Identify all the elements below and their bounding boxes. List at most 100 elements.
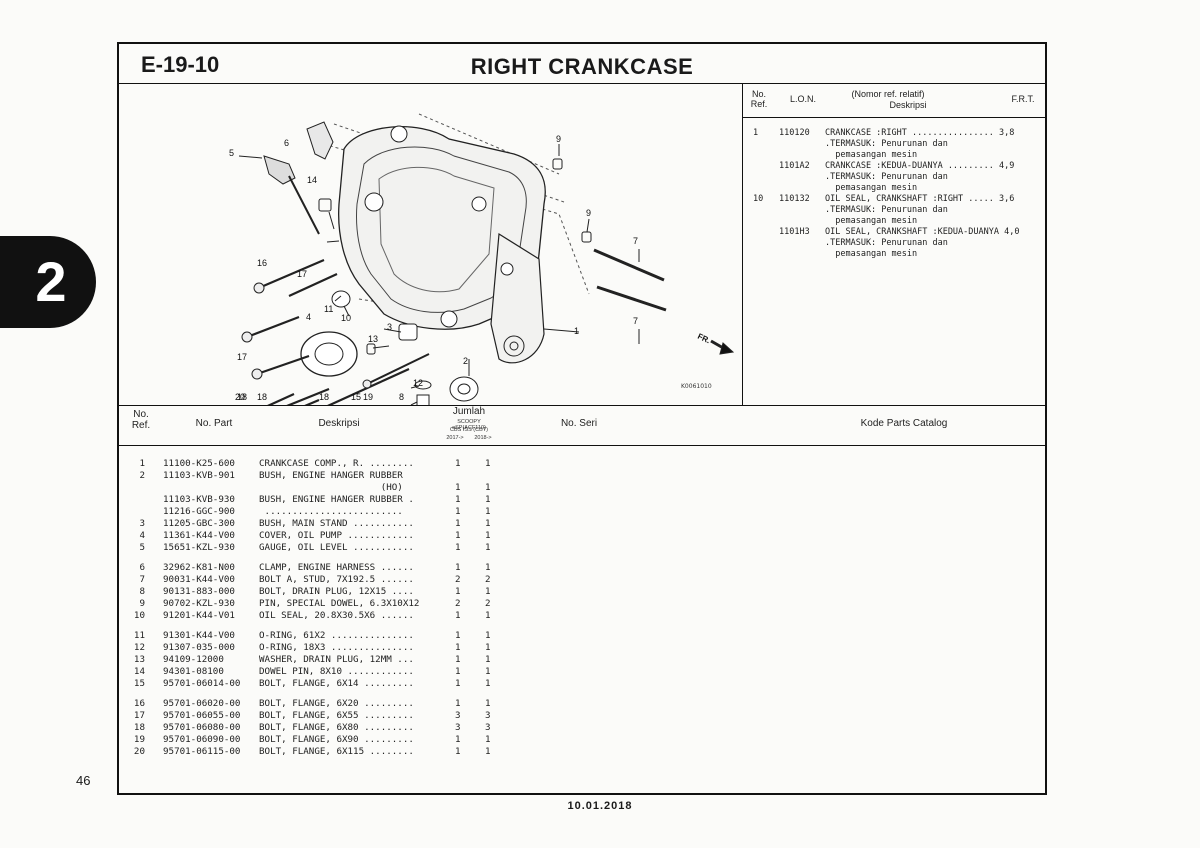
callout-3: 3 xyxy=(387,322,392,332)
callout-7: 7 xyxy=(633,316,638,326)
lon-text: pemasangan mesin xyxy=(825,249,918,259)
cell-desc: BOLT, FLANGE, 6X20 ......... xyxy=(259,698,414,709)
cell-desc: (HO) xyxy=(259,482,403,493)
cell-ref: 12 xyxy=(133,642,145,653)
cell-q2: 1 xyxy=(485,666,491,677)
lon-text: CRANKCASE :KEDUA-DUANYA ......... 4,9 xyxy=(825,161,1015,171)
cell-q2: 1 xyxy=(485,678,491,689)
cell-ref: 10 xyxy=(133,610,145,621)
page-title: RIGHT CRANKCASE xyxy=(470,54,694,79)
cell-desc: O-RING, 18X3 ............... xyxy=(259,642,414,653)
cell-part: 11216-GGC-900 xyxy=(163,506,235,517)
cell-q2: 3 xyxy=(485,710,491,721)
cell-desc: ......................... xyxy=(259,506,403,517)
cell-q2: 2 xyxy=(485,598,491,609)
cell-q1: 2 xyxy=(455,574,461,585)
lon-lon: 110132 xyxy=(779,194,810,204)
cell-ref: 7 xyxy=(139,574,145,585)
callout-1: 1 xyxy=(574,326,579,336)
cell-q1: 1 xyxy=(455,458,461,469)
cell-q1: 1 xyxy=(455,506,461,517)
lon-ref: 1 xyxy=(753,128,759,138)
cell-q2: 1 xyxy=(485,494,491,505)
lon-row: pemasangan mesin xyxy=(743,216,1045,227)
cell-q2: 1 xyxy=(485,562,491,573)
cell-ref: 14 xyxy=(133,666,145,677)
cell-q1: 1 xyxy=(455,734,461,745)
cell-part: 95701-06014-00 xyxy=(163,678,241,689)
cell-part: 91301-K44-V00 xyxy=(163,630,235,641)
cell-q1: 1 xyxy=(455,654,461,665)
cell-desc: COVER, OIL PUMP ............ xyxy=(259,530,414,541)
cell-q2: 1 xyxy=(485,506,491,517)
lon-text: pemasangan mesin xyxy=(825,183,918,193)
cell-desc: CRANKCASE COMP., R. ........ xyxy=(259,458,414,469)
footer-date: 10.01.2018 xyxy=(567,800,633,812)
callout-14: 14 xyxy=(307,175,317,185)
callout-9: 9 xyxy=(556,134,561,144)
lon-text: .TERMASUK: Penurunan dan xyxy=(825,139,948,149)
cell-ref: 20 xyxy=(133,746,145,757)
cell-ref: 9 xyxy=(139,598,145,609)
cell-part: 11103-KVB-901 xyxy=(163,470,235,481)
cell-q1: 1 xyxy=(455,746,461,757)
cell-q2: 1 xyxy=(485,610,491,621)
cell-part: 90131-883-000 xyxy=(163,586,235,597)
cell-q2: 1 xyxy=(485,630,491,641)
cell-q2: 2 xyxy=(485,574,491,585)
lon-row: pemasangan mesin xyxy=(743,183,1045,194)
cell-part: 32962-K81-N00 xyxy=(163,562,235,573)
cell-q2: 1 xyxy=(485,746,491,757)
col-no-ref: No. Ref. xyxy=(131,409,151,431)
cell-q1: 1 xyxy=(455,678,461,689)
cell-part: 11103-KVB-930 xyxy=(163,494,235,505)
cell-ref: 1 xyxy=(139,458,145,469)
lon-row: pemasangan mesin xyxy=(743,249,1045,260)
lon-row: .TERMASUK: Penurunan dan xyxy=(743,172,1045,183)
col-jumlah: Jumlah xyxy=(452,406,486,417)
callout-20: 20 xyxy=(235,392,245,402)
cell-q2: 1 xyxy=(485,642,491,653)
section-header: E-19-10 RIGHT CRANKCASE xyxy=(119,44,1045,84)
callout-12: 12 xyxy=(413,378,423,388)
cell-ref: 16 xyxy=(133,698,145,709)
cell-part: 95701-06020-00 xyxy=(163,698,241,709)
lon-row: .TERMASUK: Penurunan dan xyxy=(743,205,1045,216)
cell-q1: 1 xyxy=(455,494,461,505)
lon-col-deskripsi: Deskripsi xyxy=(889,100,927,110)
lon-text: OIL SEAL, CRANKSHAFT :RIGHT ..... 3,6 xyxy=(825,194,1015,204)
lon-row: .TERMASUK: Penurunan dan xyxy=(743,238,1045,249)
cell-ref: 19 xyxy=(133,734,145,745)
cell-part: 90702-KZL-930 xyxy=(163,598,235,609)
cell-ref: 13 xyxy=(133,654,145,665)
cell-ref: 4 xyxy=(139,530,145,541)
cell-ref: 2 xyxy=(139,470,145,481)
cell-desc: GAUGE, OIL LEVEL ........... xyxy=(259,542,414,553)
cell-ref: 15 xyxy=(133,678,145,689)
col-kode-parts: Kode Parts Catalog xyxy=(860,418,948,429)
cell-q1: 1 xyxy=(455,630,461,641)
cell-ref: 5 xyxy=(139,542,145,553)
lon-lon: 1101A2 xyxy=(779,161,810,171)
cell-q2: 1 xyxy=(485,458,491,469)
cell-q1: 2 xyxy=(455,598,461,609)
cell-ref: 8 xyxy=(139,586,145,597)
table-row: 1 1 91301-K44-V00 O-RING, 61X2 ............… xyxy=(119,630,1045,642)
col-year1: 2017-> xyxy=(446,435,464,441)
table-row: 16 95701-06020-00 BOLT, FLANGE, 6X20 .....… xyxy=(119,698,1045,710)
cell-q1: 1 xyxy=(455,642,461,653)
cell-desc: O-RING, 61X2 ............... xyxy=(259,630,414,641)
cell-part: 15651-KZL-930 xyxy=(163,542,235,553)
cell-ref: 3 xyxy=(139,518,145,529)
lon-text: .TERMASUK: Penurunan dan xyxy=(825,238,948,248)
lon-text: .TERMASUK: Penurunan dan xyxy=(825,205,948,215)
